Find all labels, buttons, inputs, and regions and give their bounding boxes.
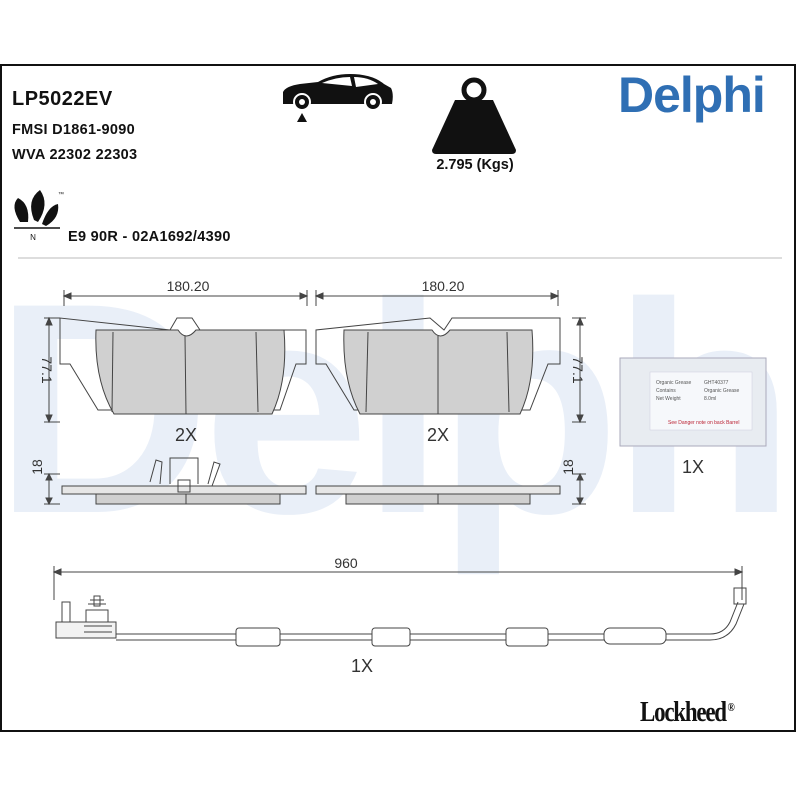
sensor-quantity: 1X — [351, 656, 373, 676]
left-pad-quantity: 2X — [175, 425, 197, 445]
leaf-letter: N — [30, 233, 36, 242]
sensor-length: 960 — [334, 555, 358, 571]
grease-line-2: Contains — [656, 388, 676, 394]
approval-number: E9 90R - 02A1692/4390 — [68, 229, 231, 245]
grease-packet — [619, 357, 767, 447]
left-pad-height: 77.1 — [39, 356, 55, 383]
right-pad-height: 77.1 — [570, 356, 586, 383]
grease-value-1: GHT40377 — [704, 380, 729, 386]
left-pad-front — [44, 290, 309, 424]
right-pad-front — [314, 290, 586, 424]
left-pad-side — [44, 457, 307, 506]
wear-sensor — [52, 566, 747, 647]
weight-label: 2.795 (Kgs) — [436, 157, 514, 173]
grease-quantity: 1X — [682, 457, 704, 477]
drawing-frame — [0, 64, 796, 732]
grease-value-3: 8.0ml — [704, 396, 716, 402]
delphi-logo: Delphi — [618, 67, 766, 123]
leaf-trademark: ™ — [58, 191, 64, 198]
part-code: LP5022EV — [12, 88, 113, 110]
weight-icon — [432, 77, 516, 154]
right-pad-thickness: 18 — [560, 459, 576, 475]
right-pad-width: 180.20 — [422, 278, 465, 294]
right-pad-side — [315, 472, 586, 506]
car-axle-icon — [283, 74, 393, 122]
registered-mark: ® — [727, 699, 735, 714]
lockheed-logo-text: Lockheed — [640, 697, 727, 728]
grease-line-1: Organic Grease — [656, 380, 692, 386]
lockheed-logo: Lockheed® — [640, 697, 735, 729]
grease-warning: See Danger note on back Barrel — [668, 420, 739, 426]
right-pad-quantity: 2X — [427, 425, 449, 445]
fmsi-reference: FMSI D1861-9090 — [12, 122, 135, 138]
left-pad-thickness: 18 — [29, 459, 45, 475]
grease-value-2: Organic Grease — [704, 388, 740, 394]
grease-line-3: Net Weight — [656, 396, 681, 402]
wva-reference: WVA 22302 22303 — [12, 147, 138, 163]
left-pad-width: 180.20 — [167, 278, 210, 294]
eco-leaf-icon: N ™ — [14, 190, 64, 242]
